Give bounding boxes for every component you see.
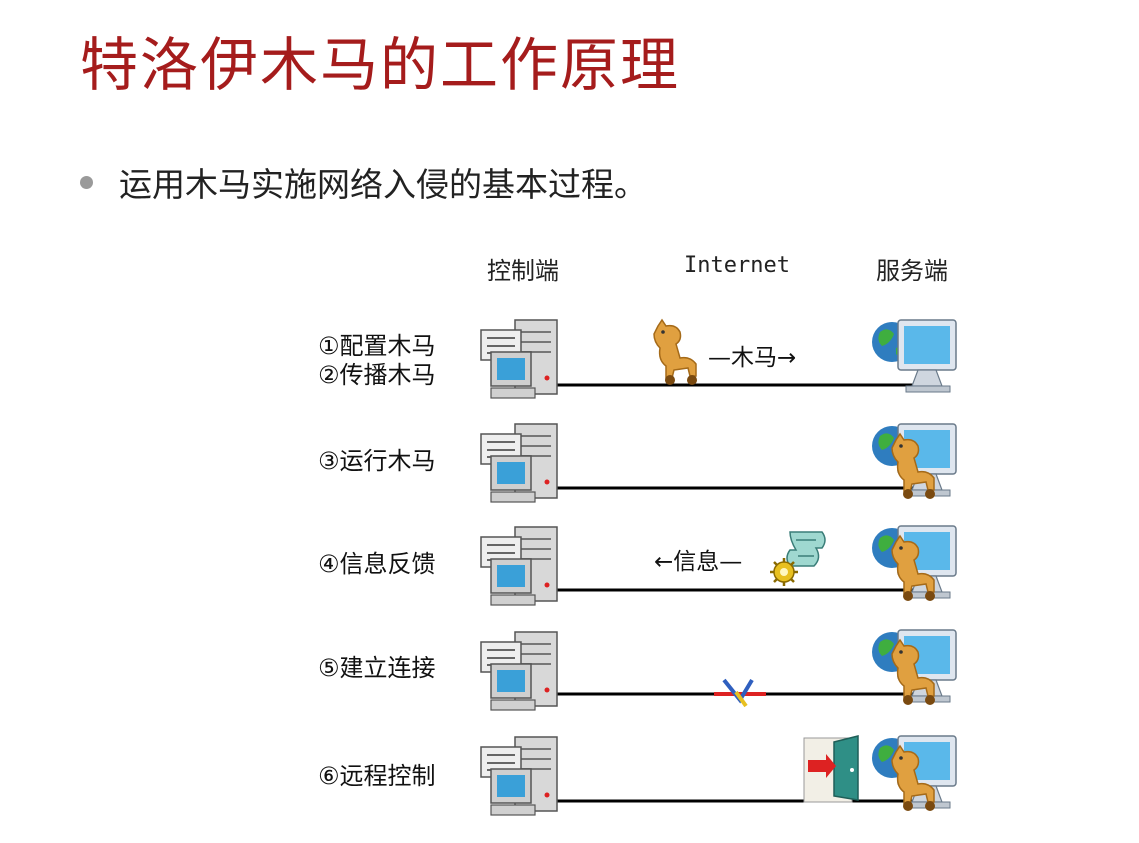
step-3-line-1: ④信息反馈 — [318, 550, 436, 578]
page-title: 特洛伊木马的工作原理 — [80, 31, 681, 99]
bullet-dot — [80, 175, 93, 189]
document-icon — [786, 531, 826, 567]
step-5-line-1: ⑥远程控制 — [318, 762, 436, 790]
column-control-label: 控制端 — [487, 257, 559, 285]
step-4-line-1: ⑤建立连接 — [318, 654, 436, 682]
server-computer-icon — [871, 319, 957, 393]
control-computer-icon — [480, 526, 558, 606]
column-internet-label: Internet — [684, 253, 790, 278]
control-computer-icon — [480, 631, 558, 711]
message-info-label: ←信息— — [654, 549, 743, 575]
bullet-item: 运用木马实施网络入侵的基本过程。 — [80, 158, 647, 206]
control-computer-icon — [480, 319, 558, 399]
step-4-label: ⑤建立连接 — [318, 654, 436, 683]
step-3-label: ④信息反馈 — [318, 550, 436, 579]
gear-icon — [770, 558, 798, 586]
step-2-line-1: ③运行木马 — [318, 447, 436, 475]
bullet-text: 运用木马实施网络入侵的基本过程。 — [119, 165, 647, 204]
step-5-label: ⑥远程控制 — [318, 762, 436, 791]
control-computer-icon — [480, 736, 558, 816]
step-2-label: ③运行木马 — [318, 447, 436, 476]
step-1-line-1: ①配置木马 — [318, 332, 436, 360]
step-1-label: ①配置木马 ②传播木马 — [318, 332, 436, 390]
door-icon — [803, 735, 859, 803]
connection-icon — [714, 678, 766, 708]
trojan-horse-icon — [653, 319, 698, 386]
message-trojan-label: —木马→ — [708, 345, 797, 371]
control-computer-icon — [480, 423, 558, 503]
column-server-label: 服务端 — [876, 257, 948, 285]
step-1-line-2: ②传播木马 — [318, 361, 436, 389]
